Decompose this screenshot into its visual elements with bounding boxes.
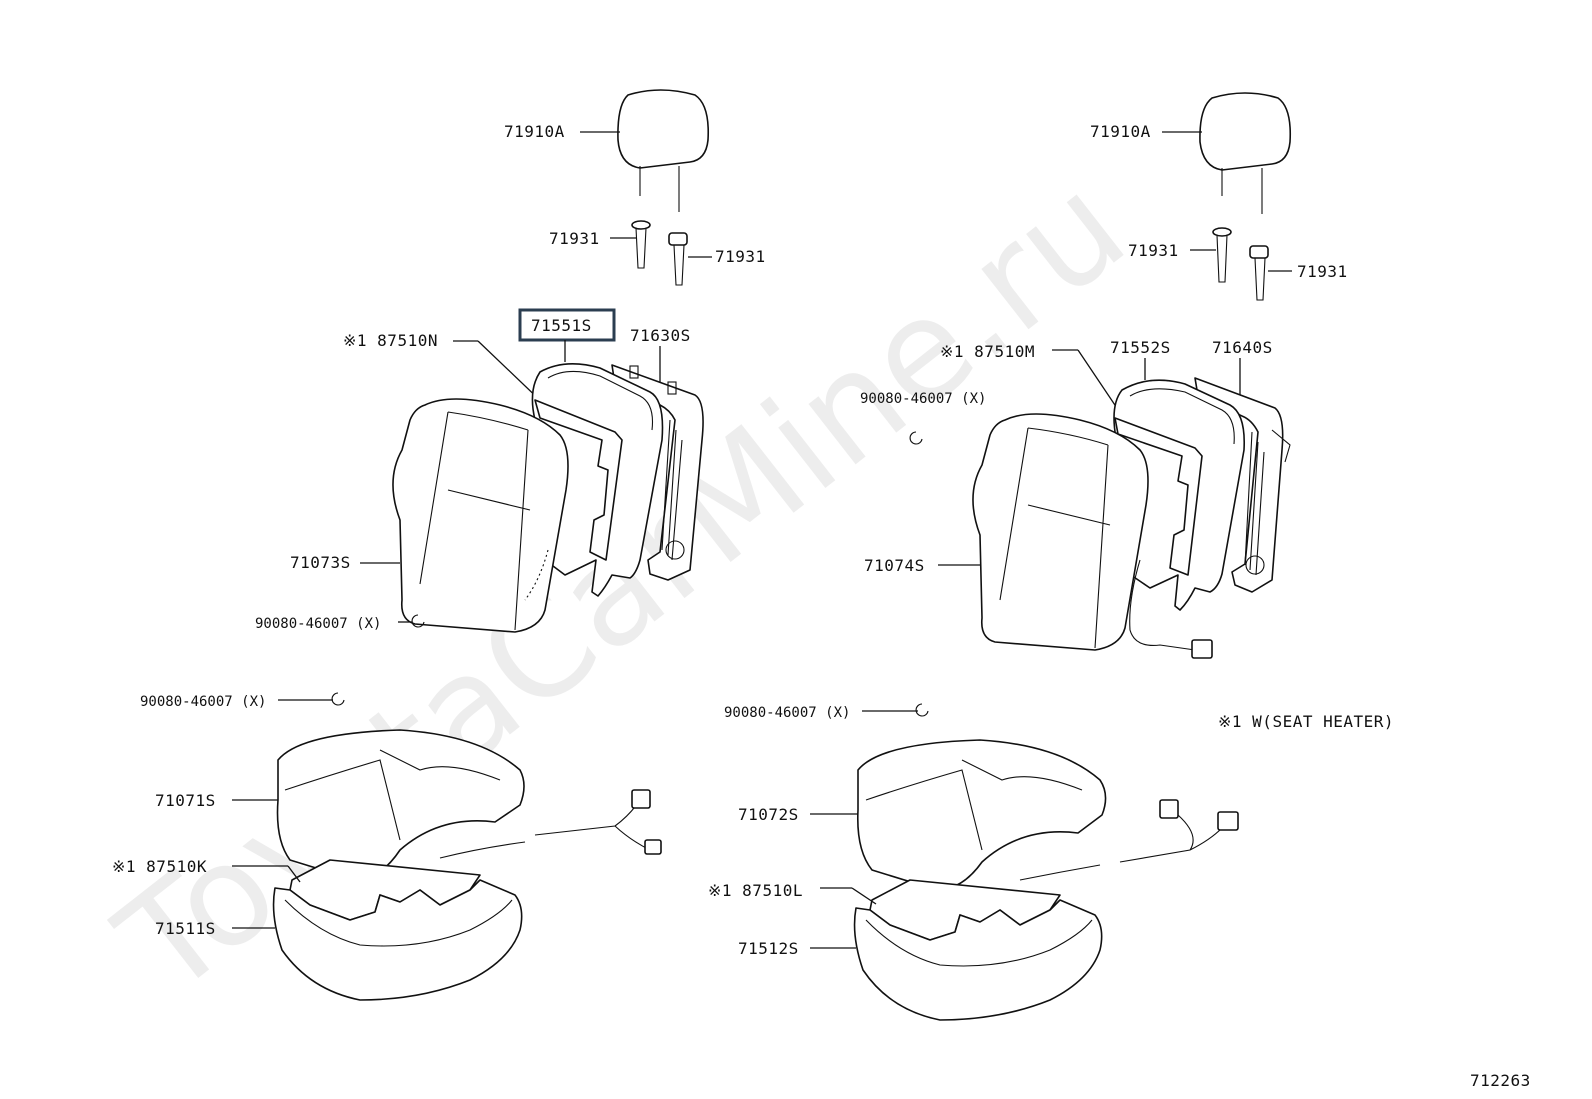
left-seatback-frame[interactable] [611,364,704,581]
left-support-b-label: 71931 [715,247,766,266]
right-support-a-label: 71931 [1128,241,1179,260]
left-support-b[interactable] [668,232,688,286]
right-cushion-pad[interactable] [853,899,1103,1021]
right-back-hogring-label: 90080-46007 (X) [860,391,986,407]
right-support-b[interactable] [1249,245,1269,301]
left-cush-hogring-icon [331,692,345,706]
left-back-heater-label: ※1 87510N [343,331,438,350]
left-seat-assembly: 71910A 71931 71931 71551S 71630S ※1 8751… [112,89,766,1001]
right-cush-pad-label: 71512S [738,939,799,958]
right-back-frame-label: 71640S [1212,338,1273,357]
right-cush-hogring-icon [915,703,929,717]
left-seatback-cover[interactable] [392,398,569,633]
right-support-b-label: 71931 [1297,262,1348,281]
left-back-pad-highlight [518,308,616,342]
right-cushion-cover[interactable] [856,739,1107,891]
right-back-cover-label: 71074S [864,556,925,575]
diagram-code: 712263 [1470,1071,1531,1090]
left-support-a[interactable] [631,220,651,269]
left-cushion-harness[interactable] [439,789,662,859]
right-cushion-harness[interactable] [1019,799,1239,881]
left-cushion-pad[interactable] [272,879,523,1001]
left-back-hogring-label: 90080-46007 (X) [255,616,381,632]
right-seat-assembly: 71910A 71931 71931 ※1 87510M 71552S 7164… [708,92,1394,1021]
right-headrest[interactable] [1199,92,1292,214]
right-cush-cover-label: 71072S [738,805,799,824]
left-cush-hogring-label: 90080-46007 (X) [140,694,266,710]
left-back-hogring-icon [411,614,425,628]
right-support-a[interactable] [1212,227,1232,283]
right-back-hogring-icon [909,431,923,445]
right-back-pad-label: 71552S [1110,338,1171,357]
left-support-a-label: 71931 [549,229,600,248]
right-seatback-frame[interactable] [1194,377,1291,593]
right-cush-heater-label: ※1 87510L [708,881,803,900]
right-cush-hogring-label: 90080-46007 (X) [724,705,850,721]
left-seatback-heater[interactable] [534,399,623,561]
left-cush-cover-label: 71071S [155,791,216,810]
right-seatback-heater[interactable] [1114,417,1203,576]
right-seatback-harness[interactable] [1129,559,1213,659]
right-back-heater-label: ※1 87510M [940,342,1035,361]
left-back-cover-label: 71073S [290,553,351,572]
left-cush-pad-label: 71511S [155,919,216,938]
left-cush-heater-label: ※1 87510K [112,857,207,876]
left-headrest[interactable] [617,89,710,212]
right-headrest-label: 71910A [1090,122,1151,141]
seat-heater-note: ※1 W(SEAT HEATER) [1218,712,1394,731]
left-back-frame-label: 71630S [630,326,691,345]
left-back-pad-label: 71551S [531,316,592,335]
left-headrest-label: 71910A [504,122,565,141]
right-seatback-cover[interactable] [972,413,1149,651]
